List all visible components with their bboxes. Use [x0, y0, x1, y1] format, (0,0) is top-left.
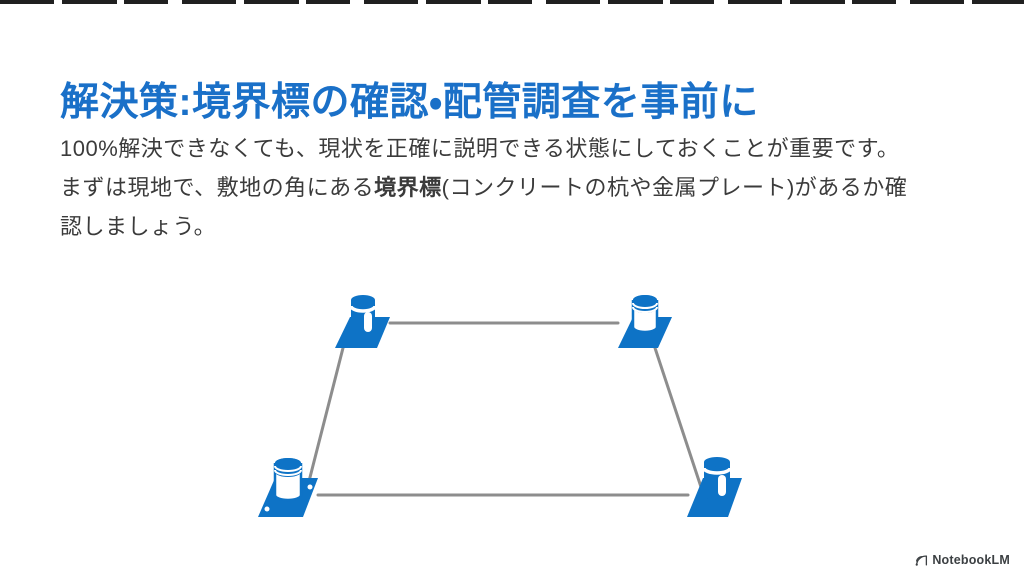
notebooklm-watermark: NotebookLM	[915, 553, 1010, 567]
boundary-line-right	[653, 346, 705, 495]
boundary-marker-bottom-left-icon	[258, 458, 318, 517]
notebooklm-logo-icon	[915, 555, 928, 566]
body-line-2-pre: まずは現地で、敷地の角にある	[60, 175, 375, 200]
body-line-1: 100%解決できなくても、現状を正確に説明できる状態にしておくことが重要です。	[60, 136, 900, 161]
notebooklm-brand-label: NotebookLM	[932, 553, 1010, 567]
boundary-marker-top-left-icon	[335, 295, 390, 348]
boundary-marker-bottom-right-icon	[687, 457, 742, 517]
boundary-lines	[304, 321, 705, 497]
slide-body-paragraph: 100%解決できなくても、現状を正確に説明できる状態にしておくことが重要です。 …	[60, 129, 990, 246]
body-line-2: まずは現地で、敷地の角にある境界標(コンクリートの杭や金属プレート)があるか確	[60, 168, 990, 207]
boundary-line-left	[304, 346, 345, 495]
boundary-markers-diagram	[258, 295, 742, 517]
boundary-marker-top-right-icon	[618, 295, 672, 348]
slide-title: 解決策:境界標の確認・配管調査を事前に	[60, 81, 759, 125]
body-line-2-keyword: 境界標	[374, 175, 442, 200]
body-line-3: 認しましょう。	[60, 214, 217, 239]
body-line-2-post: (コンクリートの杭や金属プレート)があるか確	[441, 175, 908, 200]
cropped-text-strip	[0, 0, 1024, 4]
